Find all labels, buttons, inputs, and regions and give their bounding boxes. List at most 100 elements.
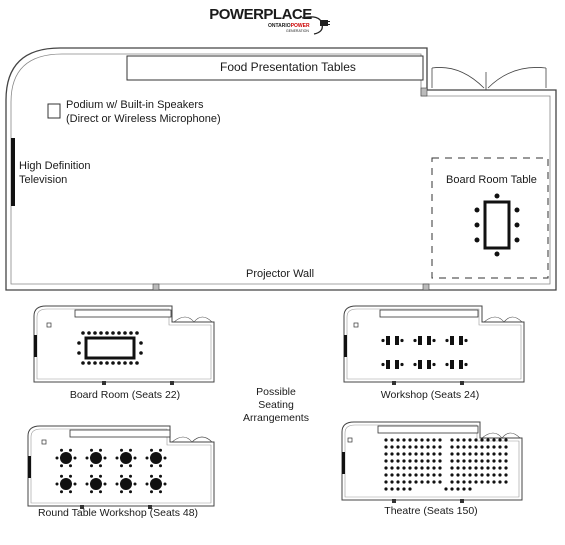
theatre-seat bbox=[456, 459, 460, 463]
theatre-seat bbox=[426, 459, 430, 463]
theatre-seat bbox=[432, 438, 436, 442]
chair bbox=[73, 482, 77, 486]
chair bbox=[60, 474, 63, 478]
theatre-seat bbox=[384, 487, 388, 491]
theatre-seat bbox=[396, 466, 400, 470]
chair bbox=[400, 362, 404, 367]
chair bbox=[432, 362, 436, 367]
theatre-seat bbox=[438, 438, 442, 442]
round-table bbox=[60, 452, 72, 464]
chair bbox=[105, 331, 109, 335]
chair bbox=[159, 464, 162, 468]
theatre-seats bbox=[384, 438, 508, 491]
chair bbox=[77, 351, 81, 355]
theatre-seat bbox=[384, 480, 388, 484]
theatre-seat bbox=[504, 459, 508, 463]
chair bbox=[93, 331, 97, 335]
theatre-seat bbox=[480, 438, 484, 442]
theatre-seat bbox=[474, 466, 478, 470]
theatre-seat bbox=[390, 452, 394, 456]
chair bbox=[400, 338, 404, 343]
theatre-seat bbox=[384, 473, 388, 477]
chair bbox=[90, 490, 93, 494]
chair bbox=[139, 351, 143, 355]
theatre-seat bbox=[384, 459, 388, 463]
theatre-seat bbox=[474, 459, 478, 463]
theatre-seat bbox=[408, 480, 412, 484]
theatre-seat bbox=[498, 473, 502, 477]
chair bbox=[99, 331, 103, 335]
wall-pillar bbox=[420, 87, 428, 97]
theatre-seat bbox=[414, 452, 418, 456]
arrangement-round-table-plan bbox=[27, 425, 215, 509]
logo-tagline: GENERATION bbox=[286, 29, 309, 33]
chair bbox=[69, 464, 72, 468]
theatre-seat bbox=[420, 438, 424, 442]
chair bbox=[129, 331, 133, 335]
chair bbox=[115, 482, 119, 486]
chair bbox=[150, 464, 153, 468]
podium-label: Podium w/ Built-in Speakers (Direct or W… bbox=[66, 99, 221, 125]
arrangement-theatre-plan bbox=[341, 421, 523, 503]
chair bbox=[105, 361, 109, 365]
theatre-seat bbox=[498, 438, 502, 442]
theatre-seat bbox=[498, 445, 502, 449]
chair bbox=[99, 464, 102, 468]
theatre-seat bbox=[390, 473, 394, 477]
theatre-seat bbox=[414, 445, 418, 449]
theatre-seat bbox=[384, 452, 388, 456]
theatre-seat bbox=[504, 445, 508, 449]
wall-pillar bbox=[152, 283, 160, 291]
chair bbox=[87, 331, 91, 335]
workshop-table bbox=[450, 360, 454, 369]
chair bbox=[129, 448, 132, 452]
theatre-seat bbox=[486, 466, 490, 470]
theatre-seat bbox=[468, 459, 472, 463]
theatre-seat bbox=[450, 466, 454, 470]
chair bbox=[93, 361, 97, 365]
board-room-area bbox=[431, 157, 549, 279]
theatre-seat bbox=[384, 466, 388, 470]
workshop-table bbox=[395, 336, 399, 345]
theatre-seat bbox=[492, 466, 496, 470]
chair bbox=[87, 361, 91, 365]
board-table bbox=[483, 200, 511, 250]
theatre-seat bbox=[414, 480, 418, 484]
theatre-seat bbox=[468, 445, 472, 449]
logo-sub-right: POWER bbox=[290, 23, 310, 29]
chair bbox=[123, 331, 127, 335]
possible-seating-label: Possible Seating Arrangements bbox=[243, 386, 309, 424]
theatre-seat bbox=[426, 452, 430, 456]
theatre-seat bbox=[402, 452, 406, 456]
theatre-seat bbox=[480, 459, 484, 463]
workshop-table bbox=[459, 360, 463, 369]
theatre-seat bbox=[414, 466, 418, 470]
theatre-seat bbox=[486, 445, 490, 449]
theatre-seat bbox=[396, 480, 400, 484]
theatre-seat bbox=[432, 466, 436, 470]
theatre-seat bbox=[456, 438, 460, 442]
theatre-seat bbox=[450, 487, 454, 491]
theatre-seat bbox=[432, 452, 436, 456]
theatre-seat bbox=[462, 452, 466, 456]
workshop-table bbox=[450, 336, 454, 345]
arrangement-workshop-plan bbox=[343, 305, 525, 385]
theatre-seat bbox=[468, 480, 472, 484]
round-table bbox=[120, 452, 132, 464]
theatre-seat bbox=[390, 459, 394, 463]
theatre-seat bbox=[498, 466, 502, 470]
theatre-seat bbox=[468, 473, 472, 477]
theatre-seat bbox=[504, 466, 508, 470]
board-room-chairs bbox=[77, 331, 143, 365]
theatre-seat bbox=[474, 473, 478, 477]
chair bbox=[111, 331, 115, 335]
chair bbox=[150, 490, 153, 494]
theatre-seat bbox=[390, 480, 394, 484]
theatre-seat bbox=[504, 480, 508, 484]
chair bbox=[159, 448, 162, 452]
theatre-seat bbox=[426, 445, 430, 449]
chair bbox=[111, 361, 115, 365]
chair bbox=[464, 338, 468, 343]
theatre-seat bbox=[396, 438, 400, 442]
chair bbox=[413, 362, 417, 367]
